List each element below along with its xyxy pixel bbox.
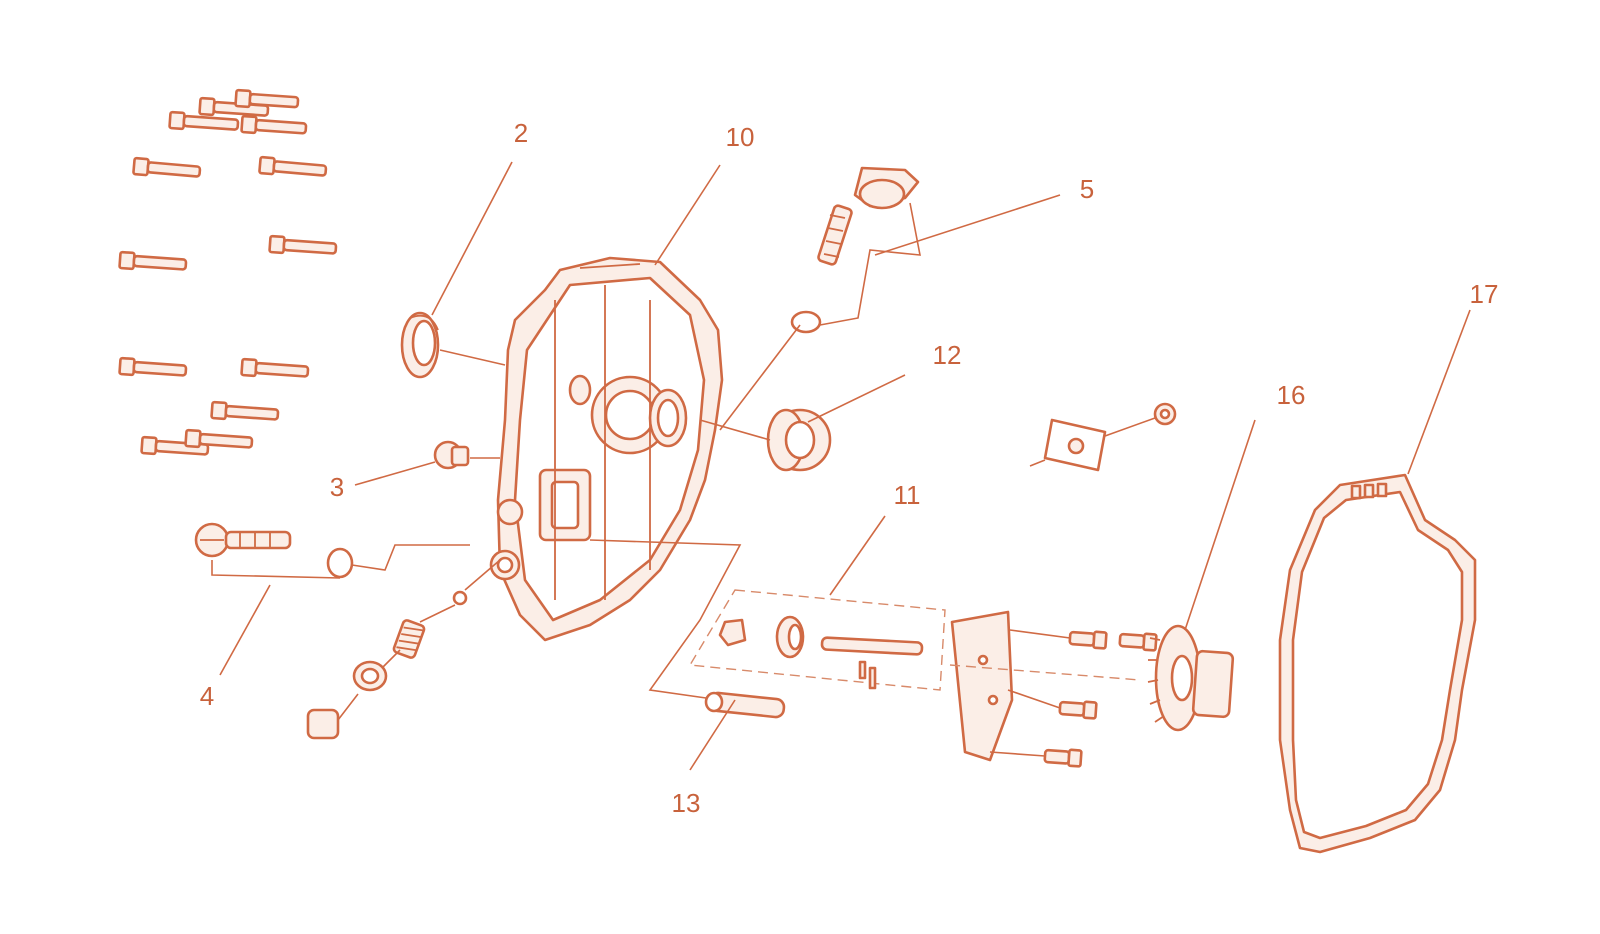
callout-10: 10 (726, 122, 755, 152)
bearing-part-12 (699, 408, 832, 472)
callout-17: 17 (1470, 279, 1499, 309)
bolt (118, 356, 188, 377)
bolt (268, 234, 338, 255)
relief-valve-set (306, 559, 501, 740)
drain-plug-part-3 (433, 440, 500, 470)
governor-gear-part-16 (1147, 624, 1235, 732)
governor-bracket (949, 610, 1158, 768)
bolt (234, 88, 300, 109)
bolt (210, 400, 280, 421)
callout-16: 16 (1277, 380, 1306, 410)
bolt (184, 428, 254, 449)
callout-2: 2 (514, 118, 528, 148)
callout-5: 5 (1080, 174, 1094, 204)
callout-4: 4 (200, 681, 214, 711)
bolt (258, 155, 328, 177)
crankcase-cover-part-10 (489, 256, 724, 642)
governor-assembly-part-11 (589, 539, 946, 701)
bolt (168, 110, 240, 131)
callout-13: 13 (672, 788, 701, 818)
gasket-part-17 (1278, 473, 1477, 854)
dipstick-part-4 (194, 522, 470, 579)
callout-labels: 2 3 4 5 10 11 12 13 16 17 (200, 118, 1499, 818)
small-bracket (1029, 402, 1177, 472)
callout-11: 11 (894, 480, 921, 510)
oil-seal-part-2 (400, 311, 506, 379)
bolt (132, 156, 202, 178)
callout-leaders (219, 161, 1471, 771)
bolt-set (118, 88, 338, 456)
callout-3: 3 (330, 472, 344, 502)
bolt (118, 250, 188, 271)
bolt (240, 114, 308, 135)
bolt (240, 357, 310, 378)
pin-part-13 (704, 691, 786, 719)
sensor-part-5 (719, 166, 1061, 431)
callout-12: 12 (933, 340, 962, 370)
